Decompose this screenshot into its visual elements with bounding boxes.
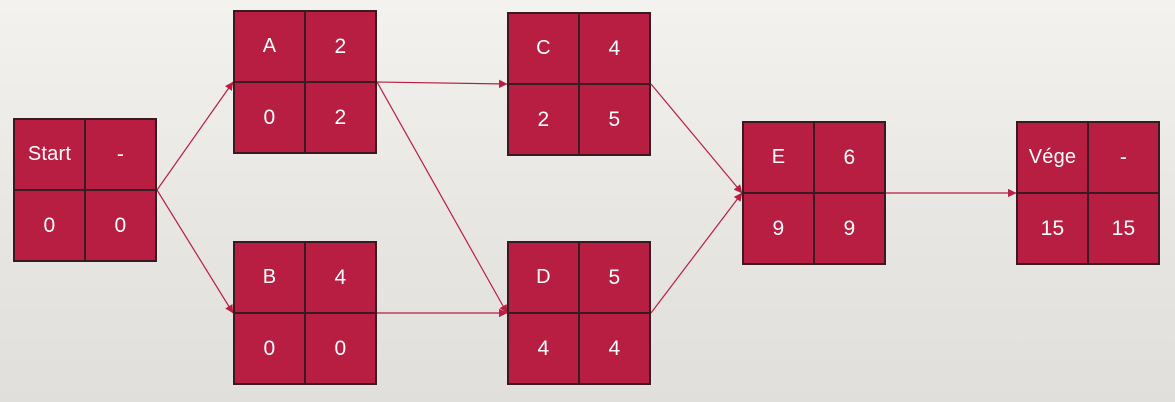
node-start-latest: 0 bbox=[85, 190, 156, 261]
node-d-latest: 4 bbox=[579, 313, 650, 384]
edge-d-to-e bbox=[650, 192, 743, 314]
node-e-latest: 9 bbox=[814, 193, 885, 264]
node-vege-duration: - bbox=[1088, 122, 1159, 193]
node-b-duration: 4 bbox=[305, 242, 376, 313]
node-a-name: A bbox=[234, 11, 305, 82]
node-vege-name: Vége bbox=[1017, 122, 1088, 193]
node-d-name: D bbox=[508, 242, 579, 313]
node-d-earliest: 4 bbox=[508, 313, 579, 384]
node-start-name: Start bbox=[14, 119, 85, 190]
node-c: C 4 2 5 bbox=[507, 12, 651, 156]
node-a-duration: 2 bbox=[305, 11, 376, 82]
node-d-duration: 5 bbox=[579, 242, 650, 313]
node-vege-latest: 15 bbox=[1088, 193, 1159, 264]
edge-start-to-a bbox=[156, 81, 234, 191]
node-d: D 5 4 4 bbox=[507, 241, 651, 385]
node-c-latest: 5 bbox=[579, 84, 650, 155]
node-e-earliest: 9 bbox=[743, 193, 814, 264]
node-b-latest: 0 bbox=[305, 313, 376, 384]
node-a: A 2 0 2 bbox=[233, 10, 377, 154]
node-b: B 4 0 0 bbox=[233, 241, 377, 385]
node-vege: Vége - 15 15 bbox=[1016, 121, 1160, 265]
node-b-earliest: 0 bbox=[234, 313, 305, 384]
node-a-latest: 2 bbox=[305, 82, 376, 153]
edge-a-to-c bbox=[376, 79, 508, 89]
node-a-earliest: 0 bbox=[234, 82, 305, 153]
edge-start-to-b bbox=[156, 189, 234, 314]
node-start-duration: - bbox=[85, 119, 156, 190]
node-vege-earliest: 15 bbox=[1017, 193, 1088, 264]
node-e-name: E bbox=[743, 122, 814, 193]
node-c-earliest: 2 bbox=[508, 84, 579, 155]
node-b-name: B bbox=[234, 242, 305, 313]
node-start: Start - 0 0 bbox=[13, 118, 157, 262]
node-e: E 6 9 9 bbox=[742, 121, 886, 265]
node-c-name: C bbox=[508, 13, 579, 84]
node-start-earliest: 0 bbox=[14, 190, 85, 261]
node-e-duration: 6 bbox=[814, 122, 885, 193]
edge-a-to-d bbox=[376, 81, 508, 314]
edge-c-to-e bbox=[650, 83, 743, 194]
node-c-duration: 4 bbox=[579, 13, 650, 84]
